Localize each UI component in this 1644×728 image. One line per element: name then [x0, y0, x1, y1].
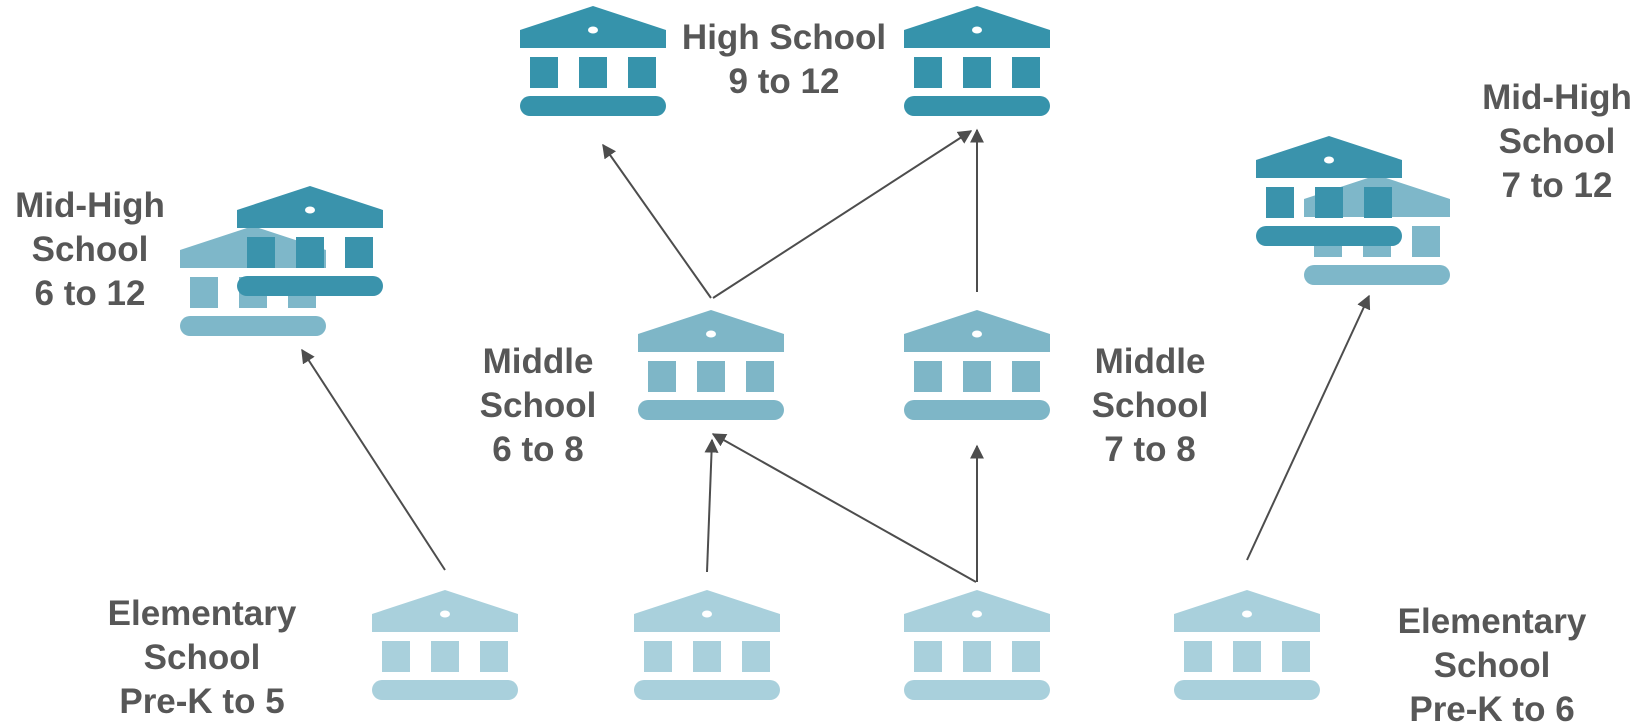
elementary-school-3-icon [904, 590, 1050, 700]
elementary-school-2-icon [634, 590, 780, 700]
middle-school-left-icon [638, 310, 784, 420]
arrow-elem2-to-middle-left [704, 438, 719, 573]
middle-right-label: Middle School 7 to 8 [1091, 342, 1209, 469]
roof-dots [305, 26, 1334, 618]
mid-high-left-label: Mid-High School 6 to 12 [15, 186, 165, 313]
elementary-right-label: Elementary School Pre-K to 6 [1397, 602, 1587, 728]
high-school-right-icon [904, 6, 1050, 116]
high-school-left-icon [520, 6, 666, 116]
arrow-elem1-to-midhigh-left [301, 348, 446, 571]
arrow-elem4-to-midhigh-right [1246, 294, 1371, 561]
mid-high-right-front-icon [1256, 136, 1402, 246]
high-school-label: High School 9 to 12 [681, 18, 887, 101]
elementary-left-label: Elementary School Pre-K to 5 [107, 594, 297, 721]
middle-left-label: Middle School 6 to 8 [479, 342, 597, 469]
elementary-school-1-icon [372, 590, 518, 700]
elementary-school-4-icon [1174, 590, 1320, 700]
connector-arrows [301, 128, 1371, 583]
arrow-elem3-to-middle-left [711, 433, 977, 583]
arrow-middle-left-to-high-left [602, 143, 712, 299]
arrow-middle-left-to-high-right [712, 130, 973, 299]
mid-high-left-front-icon [237, 186, 383, 296]
middle-school-right-icon [904, 310, 1050, 420]
mid-high-right-label: Mid-High School 7 to 12 [1482, 78, 1632, 205]
